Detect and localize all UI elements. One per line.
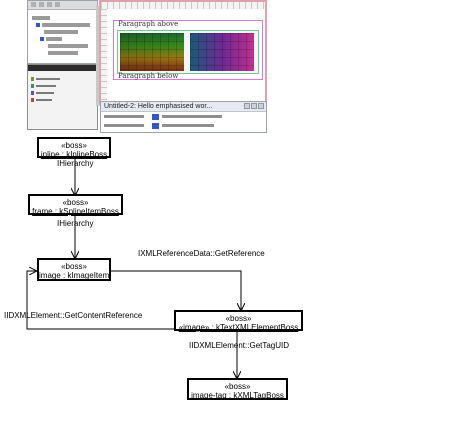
edge-xml-image [26,271,176,330]
node-stereotype: «boss» [61,141,87,150]
node-xml-tag[interactable]: «boss» image-tag : kXMLTagBoss [187,378,288,400]
node-name: «image» : kTextXMLElementBoss [178,323,299,332]
node-name: inline : kInlineBoss [40,150,108,159]
node-stereotype: «boss» [62,198,89,207]
structure-panel[interactable] [27,0,98,64]
tree-row[interactable] [46,37,62,41]
tag-row[interactable] [31,98,65,102]
edge-image-xml [111,270,241,310]
toolbar-button[interactable] [47,2,52,7]
node-stereotype: «boss» [61,262,87,271]
text-frame[interactable] [113,20,263,80]
tag-marker-icon [152,123,159,129]
toolbar-button[interactable] [39,2,44,7]
maximize-button[interactable] [251,103,257,109]
tree-node-icon [36,23,40,27]
tree-row[interactable] [44,30,78,34]
node-xml-element[interactable]: «boss» «image» : kTextXMLElementBoss [174,310,303,332]
tree-row[interactable] [48,44,88,48]
image-left [120,33,184,71]
tag-marker-icon [152,114,159,120]
tree-row[interactable] [32,16,50,20]
node-image[interactable]: «boss» image : kImageItem [37,258,111,281]
story-window-titlebar: Untitled-2: Hello emphasised wor... [101,102,266,112]
paragraph-below-text: Paragraph below [118,72,179,80]
tag-row[interactable] [31,91,65,95]
node-frame[interactable]: «boss» frame : kSplineItemBoss [28,194,123,216]
close-button[interactable] [258,103,264,109]
toolbar-button[interactable] [31,2,36,7]
edge-label: IHierarchy [57,219,94,228]
node-inline[interactable]: «boss» inline : kInlineBoss [37,137,111,159]
story-row[interactable] [104,123,254,129]
edge-label: IIDXMLElement::GetTagUID [189,341,290,350]
structure-panel-toolbar [28,1,97,10]
tag-row[interactable] [31,77,65,81]
horizontal-ruler [101,2,265,9]
tree-row[interactable] [42,23,90,27]
image-right [190,33,254,71]
node-name: frame : kSplineItemBoss [32,207,119,216]
tag-row[interactable] [31,84,65,88]
scrollbar[interactable] [96,6,100,106]
node-name: image-tag : kXMLTagBoss [191,391,284,400]
edge-label: IIDXMLElement::GetContentReference [4,311,143,320]
inline-image-frame[interactable] [117,30,259,74]
node-stereotype: «boss» [225,314,252,323]
tags-panel[interactable] [27,64,98,130]
story-row[interactable] [104,114,254,120]
tree-node-icon [40,37,44,41]
minimize-button[interactable] [244,103,250,109]
edge-label: IXMLReferenceData::GetReference [138,249,265,258]
story-window-title: Untitled-2: Hello emphasised wor... [104,103,213,110]
edge-label: IHierarchy [57,159,94,168]
paragraph-above-text: Paragraph above [118,20,179,28]
node-stereotype: «boss» [224,382,251,391]
tree-row[interactable] [48,51,78,55]
story-editor-window[interactable]: Untitled-2: Hello emphasised wor... [100,101,267,133]
tags-panel-titlebar [28,65,97,71]
node-name: image : kImageItem [39,271,110,280]
toolbar-button[interactable] [55,2,60,7]
vertical-ruler [101,9,107,101]
